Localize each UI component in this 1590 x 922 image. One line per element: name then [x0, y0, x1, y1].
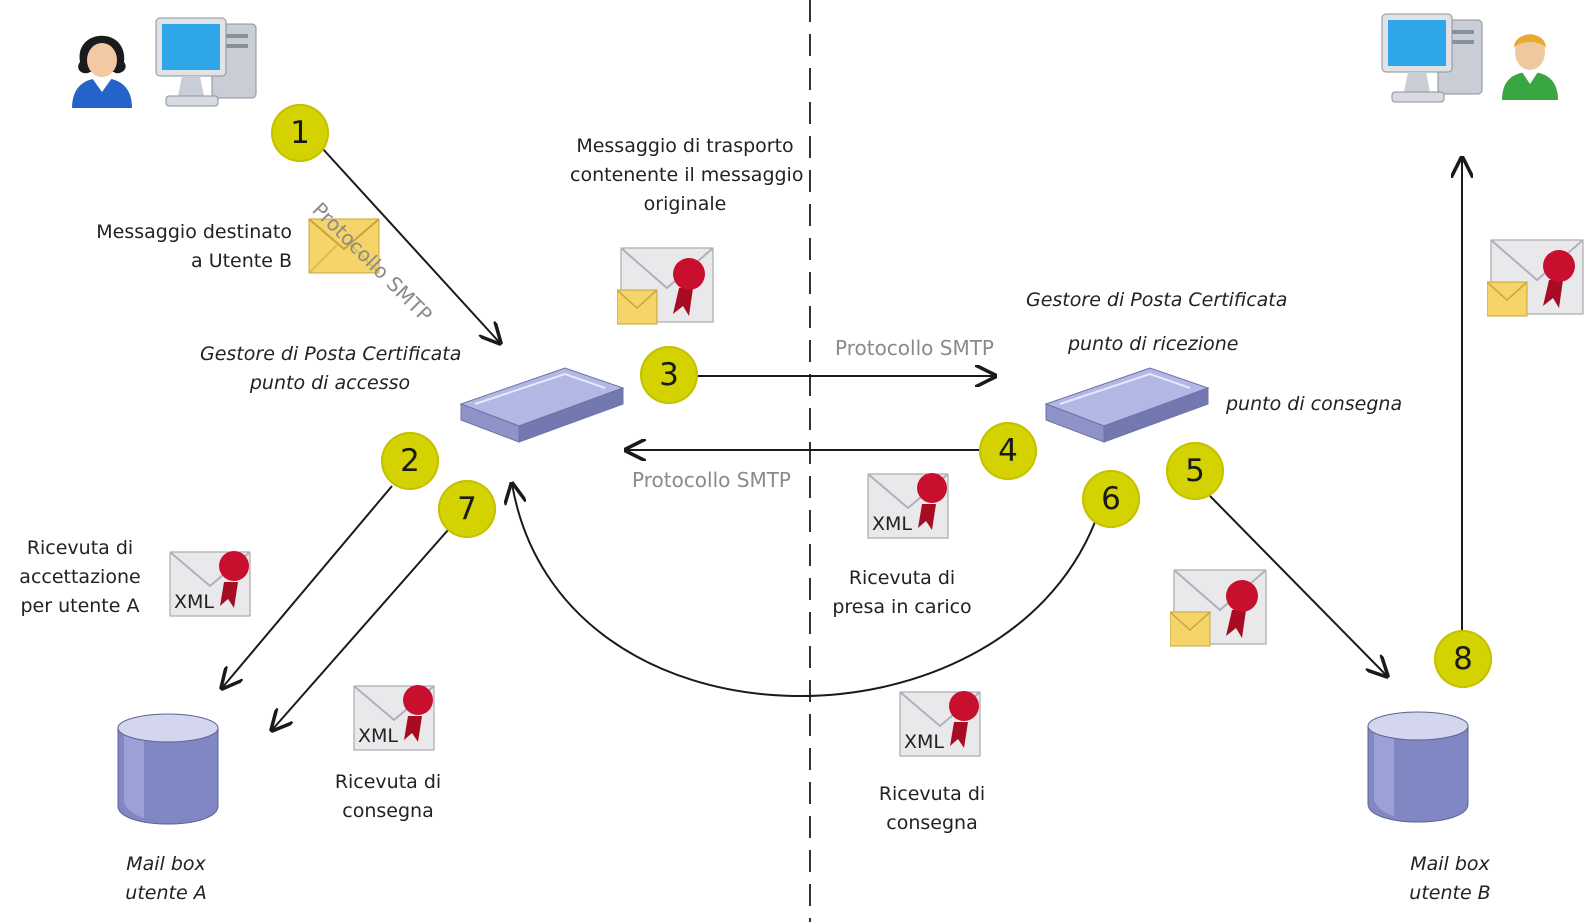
label-line: presa in carico [832, 596, 972, 618]
user-b-icon [1502, 34, 1558, 100]
xml-tag: XML [872, 513, 912, 535]
delivery-point-label: punto di consegna [1226, 393, 1403, 415]
computer-b-icon [1381, 13, 1483, 103]
step-badge-4: 4 [979, 422, 1037, 480]
step-badge-8: 8 [1434, 630, 1492, 688]
label-line: originale [643, 193, 727, 215]
gestore-access-label: Gestore di Posta Certificata punto di ac… [200, 340, 462, 398]
step-badge-2: 2 [381, 432, 439, 490]
mailbox-a-label: Mail box utente A [106, 850, 226, 908]
step-badge-1: 1 [271, 104, 329, 162]
arrow-step7 [272, 529, 449, 730]
user-a-icon [72, 35, 132, 108]
delivery-receipt-mid-label: Ricevuta di consegna [862, 780, 1002, 838]
label-line: Ricevuta di [848, 567, 956, 589]
gestore-receive-title: Gestore di Posta Certificata [1026, 289, 1288, 311]
acceptance-receipt-label: Ricevuta di accettazione per utente A [10, 534, 150, 621]
mailbox-icon [117, 713, 219, 825]
mailbox-icon [1367, 711, 1469, 823]
step-badge-6: 6 [1082, 470, 1140, 528]
certified-envelope-icon [1170, 569, 1267, 647]
label-line: a Utente B [191, 250, 292, 272]
step-badge-5: 5 [1166, 442, 1224, 500]
message-for-user-b-label: Messaggio destinato a Utente B [96, 218, 292, 276]
label-line: Ricevuta di [26, 537, 134, 559]
label-line: utente A [125, 882, 207, 904]
label-line: accettazione [19, 566, 141, 588]
label-line: Messaggio destinato [96, 221, 292, 243]
arrow-step2 [222, 485, 393, 688]
label-line: consegna [342, 800, 434, 822]
certified-envelope-icon [617, 247, 714, 325]
take-charge-receipt-label: Ricevuta di presa in carico [822, 564, 982, 622]
xml-receipt-icon: XML [867, 473, 949, 539]
transport-message-label: Messaggio di trasporto contenente il mes… [570, 132, 804, 219]
xml-receipt-icon: XML [169, 551, 251, 617]
envelope-icon [308, 218, 380, 274]
label-line: Mail box [126, 853, 206, 875]
label-line: Mail box [1410, 853, 1490, 875]
step-badge-3: 3 [640, 346, 698, 404]
protocol-smtp-bottom-label: Protocollo SMTP [632, 468, 791, 492]
server-icon [1044, 367, 1210, 443]
label-line: per utente A [20, 595, 140, 617]
step-badge-7: 7 [438, 480, 496, 538]
xml-tag: XML [174, 591, 214, 613]
server-icon [459, 367, 625, 443]
arrow-step6 [512, 484, 1096, 697]
xml-tag: XML [904, 731, 944, 753]
xml-tag: XML [358, 725, 398, 747]
delivery-receipt-a-label: Ricevuta di consegna [318, 768, 458, 826]
label-line: Ricevuta di [334, 771, 442, 793]
label-line: consegna [886, 812, 978, 834]
label-line: Messaggio di trasporto [576, 135, 794, 157]
label-line: punto di accesso [249, 372, 411, 394]
gestore-receive-point: punto di ricezione [1068, 333, 1239, 355]
certified-envelope-icon [1487, 239, 1584, 317]
xml-receipt-icon: XML [353, 685, 435, 751]
label-line: Ricevuta di [878, 783, 986, 805]
arrow-step1 [321, 147, 500, 343]
arrow-step5 [1209, 495, 1387, 676]
label-line: contenente il messaggio [570, 164, 804, 186]
label-line: utente B [1409, 882, 1491, 904]
label-line: Gestore di Posta Certificata [200, 343, 462, 365]
protocol-smtp-top-label: Protocollo SMTP [835, 336, 994, 360]
computer-a-icon [155, 17, 257, 107]
mailbox-b-label: Mail box utente B [1390, 850, 1510, 908]
xml-receipt-icon: XML [899, 691, 981, 757]
